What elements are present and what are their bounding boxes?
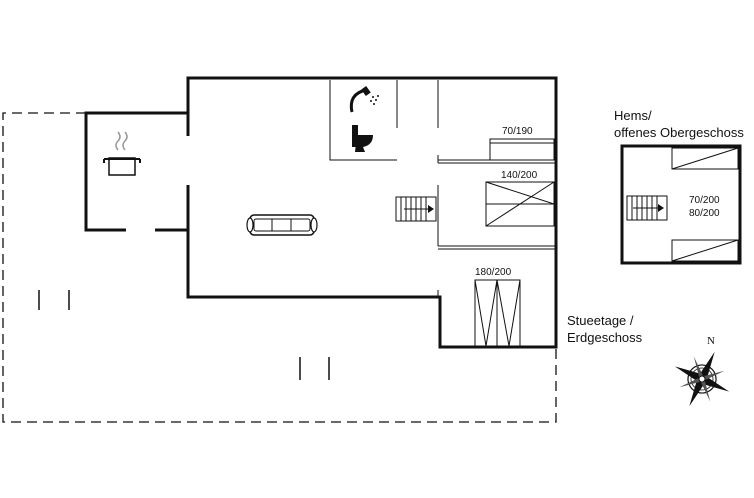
loft-bed-1 [671,147,739,170]
bed-70-190 [489,138,555,161]
interior-walls [329,80,556,297]
loft-walls [620,144,742,265]
toilet-icon [352,125,373,152]
bed-label-70-190: 70/190 [502,126,533,137]
bed-180-200 [474,279,521,347]
loft-bed-2 [671,239,739,262]
loft-label-line2: offenes Obergeschoss [614,125,744,140]
ground-floor-label-line1: Stueetage / [567,313,634,328]
loft-label-line1: Hems/ [614,108,652,123]
sofa-icon [246,214,318,236]
shower-icon [349,86,379,113]
bed-label-140-200: 140/200 [501,170,538,181]
terrace-outline [2,112,557,423]
terrace-posts [38,290,330,380]
compass-north-label: N [707,335,715,347]
staircase-icon [395,196,437,222]
loft-staircase-icon [626,195,668,221]
compass-rose-icon [674,351,730,407]
ground-floor-label-line2: Erdgeschoss [567,330,643,345]
loft-bed-label-70-200: 70/200 [689,195,720,206]
ground-floor-walls [84,76,558,349]
cooking-pot-icon [103,131,141,176]
bed-140-200 [485,181,555,227]
loft-bed-label-80-200: 80/200 [689,208,720,219]
bed-label-180-200: 180/200 [475,267,512,278]
